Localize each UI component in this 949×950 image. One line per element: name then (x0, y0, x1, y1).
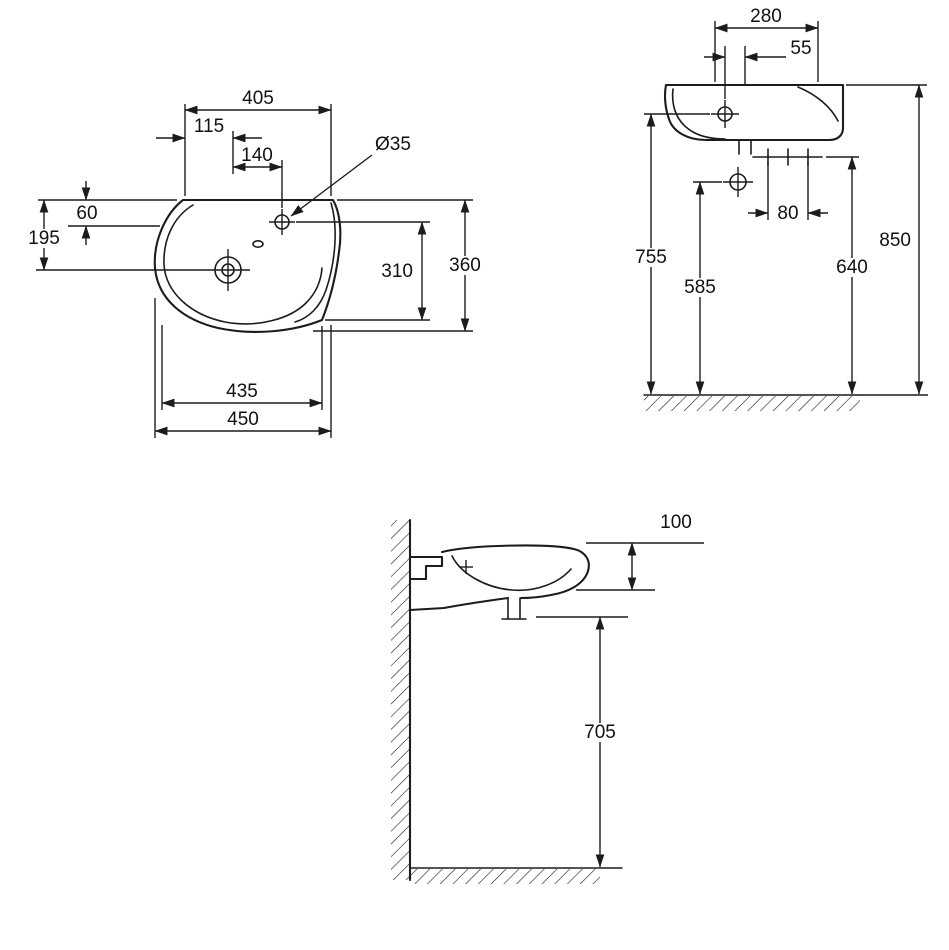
ground-hatching (410, 869, 600, 884)
dim-label-60: 60 (76, 203, 97, 224)
basin-front-bowl-curve (671, 88, 726, 140)
label-background (446, 256, 484, 275)
dim-tap-height-755: 755 (632, 113, 710, 395)
dim-label-405: 405 (242, 88, 274, 109)
dim-label-80: 80 (777, 203, 798, 224)
dim-overall-height-850: 850 (846, 84, 927, 395)
dim-rim-depth-60: 60 (38, 181, 177, 245)
dim-bowl-width-435: 435 (161, 325, 323, 410)
dim-fixing-height-640: 640 (826, 156, 871, 395)
basin-plan-outline (153, 198, 342, 333)
tap-hole-plan (269, 209, 295, 235)
leader-line (290, 154, 373, 217)
drain-plan (206, 249, 250, 291)
dim-max-width-450: 450 (154, 298, 332, 438)
basin-front-wing-curve (797, 86, 839, 122)
dim-label-450: 450 (227, 409, 259, 430)
supply-valve-front (723, 167, 753, 197)
dim-label-705: 705 (584, 722, 616, 743)
dim-outlet-span-80: 80 (748, 163, 828, 224)
dim-underside-clearance-705: 705 (536, 616, 628, 868)
basin-side-profile (408, 544, 590, 620)
ground-side (409, 867, 623, 884)
dim-label-585: 585 (684, 277, 716, 298)
label-background (581, 723, 619, 742)
basin-side-rim-and-front (440, 544, 590, 600)
dim-label-310: 310 (381, 261, 413, 282)
dim-overall-depth-360: 360 (313, 199, 484, 332)
dim-tap-to-fixing-55: 55 (704, 38, 812, 99)
basin-side-underside (408, 596, 510, 612)
dim-label-195: 195 (28, 228, 60, 249)
label-background (833, 258, 871, 277)
dim-overall-width-405: 405 (184, 88, 332, 196)
front-view: 280 55 80 755 585 (632, 6, 928, 411)
wall-hatching (391, 520, 410, 880)
dim-tap-hole-diameter: Ø35 (290, 134, 411, 217)
dim-label-280: 280 (750, 6, 782, 27)
dim-trap-height-585: 585 (681, 181, 722, 395)
dim-drain-offset-195: 195 (26, 199, 206, 271)
dim-label-850: 850 (879, 230, 911, 251)
overflow-slot (252, 240, 264, 249)
wall-section (391, 518, 412, 882)
dim-label-100: 100 (660, 512, 692, 533)
drain-tailpiece-front (738, 140, 752, 155)
label-background (632, 248, 670, 267)
dim-label-755: 755 (635, 247, 667, 268)
basin-front-outer-edge (663, 83, 845, 142)
dim-inner-depth-310: 310 (296, 221, 430, 321)
basin-plan-outer-edge (153, 198, 342, 333)
label-background (681, 278, 719, 297)
side-view: 100 705 (391, 512, 704, 884)
plan-view: 405 115 140 Ø35 60 195 (26, 88, 484, 438)
dim-label-115: 115 (194, 116, 224, 137)
dim-label-140: 140 (241, 145, 273, 166)
dim-label-55: 55 (790, 38, 811, 59)
fixing-rail-front (752, 148, 823, 166)
basin-plan-wing-inner-edge (294, 202, 336, 323)
dim-fixing-span-280: 280 (714, 6, 819, 82)
dim-label-dia35: Ø35 (375, 134, 411, 155)
basin-front-outline (663, 83, 845, 142)
ground-front (643, 394, 928, 411)
dim-tap-offset-140: 140 (232, 145, 283, 208)
ground-hatching (644, 396, 860, 411)
tap-hole-front (711, 100, 739, 128)
dim-label-435: 435 (226, 381, 258, 402)
basin-plan-inner-bowl-rim (163, 204, 323, 325)
dim-label-640: 640 (836, 257, 868, 278)
dim-rim-height-100: 100 (576, 512, 704, 591)
basin-side-inner-bowl (451, 555, 572, 592)
label-background (26, 229, 62, 248)
mounting-bracket (408, 555, 444, 581)
dim-label-360: 360 (449, 255, 481, 276)
